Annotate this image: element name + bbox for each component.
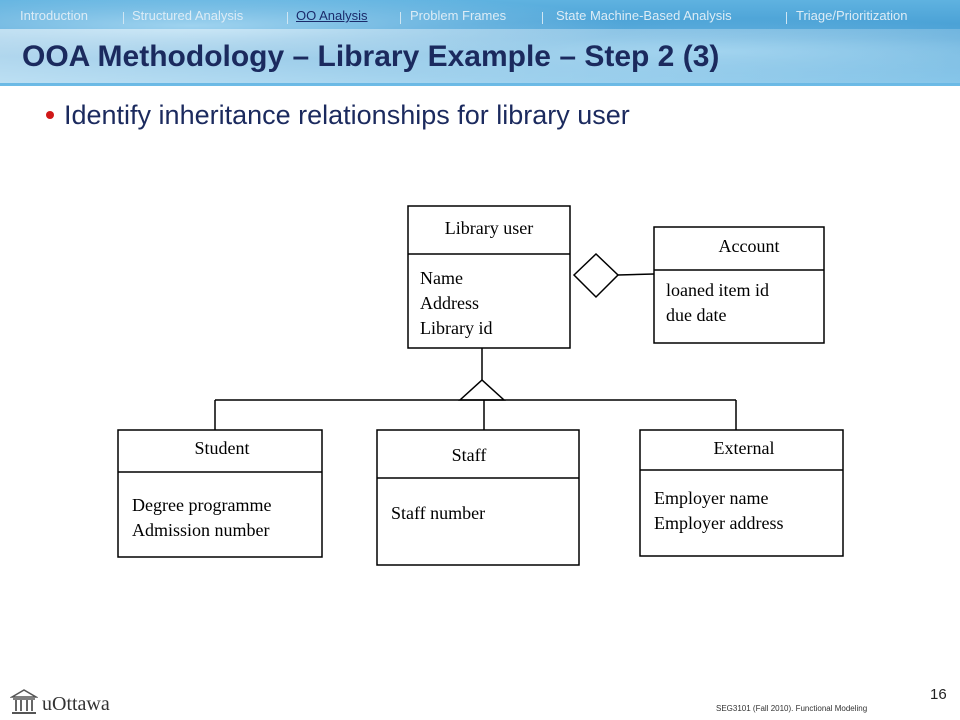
class-attribute: Degree programme	[132, 495, 271, 515]
nav-item-problem-frames[interactable]: Problem Frames	[410, 8, 507, 23]
class-name: Student	[194, 438, 249, 458]
class-account: Account loaned item id due date	[653, 226, 825, 344]
association-line	[617, 273, 655, 276]
class-student: Student Degree programme Admission numbe…	[117, 429, 323, 558]
nav-item-structured-analysis[interactable]: Structured Analysis	[132, 8, 244, 23]
class-attribute: Name	[420, 268, 463, 288]
class-name: Account	[719, 236, 780, 256]
class-attribute: due date	[666, 305, 726, 325]
class-name: External	[714, 438, 775, 458]
nav-item-state-machine-analysis[interactable]: State Machine-Based Analysis	[556, 8, 732, 23]
aggregation-diamond	[572, 252, 620, 299]
nav-item-introduction[interactable]: Introduction	[20, 8, 88, 23]
nav-separator	[287, 12, 288, 24]
class-attribute: Admission number	[132, 520, 270, 540]
class-library-user: Library user Name Address Library id	[407, 205, 571, 349]
class-staff: Staff Staff number	[376, 429, 580, 566]
class-external: External Employer name Employer address	[639, 429, 844, 557]
nav-separator	[542, 12, 543, 24]
nav-separator	[123, 12, 124, 24]
inheritance-connector	[214, 348, 737, 430]
nav-separator	[400, 12, 401, 24]
class-attribute: Employer address	[654, 513, 783, 533]
class-attribute: Address	[420, 293, 479, 313]
nav-item-triage-prioritization[interactable]: Triage/Prioritization	[796, 8, 908, 23]
nav-separator	[786, 12, 787, 24]
footer-brand: uOttawa	[42, 693, 110, 715]
nav-item-oo-analysis[interactable]: OO Analysis	[296, 8, 368, 23]
class-attribute: loaned item id	[666, 280, 769, 300]
class-name: Staff	[452, 445, 487, 465]
section-nav: Introduction Structured Analysis OO Anal…	[0, 8, 960, 28]
class-attribute: Employer name	[654, 488, 768, 508]
bullet-text: Identify inheritance relationships for l…	[64, 100, 630, 130]
slide-title: OOA Methodology – Library Example – Step…	[22, 40, 720, 73]
university-building-icon	[10, 689, 38, 714]
class-attribute: Staff number	[391, 503, 485, 523]
title-bar	[0, 29, 960, 83]
page-number: 16	[930, 686, 947, 703]
bullet-icon	[46, 111, 54, 119]
class-attribute: Library id	[420, 318, 492, 338]
class-name: Library user	[445, 218, 533, 238]
footer-course: SEG3101 (Fall 2010). Functional Modeling	[716, 704, 868, 713]
